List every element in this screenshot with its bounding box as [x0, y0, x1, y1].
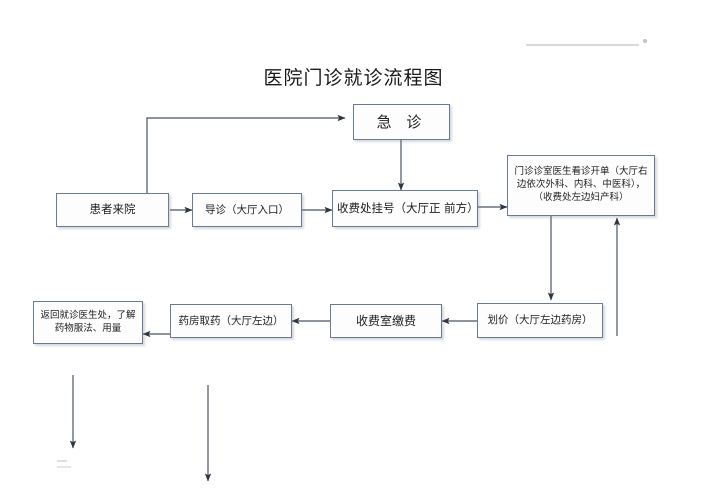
header-mark — [643, 39, 647, 43]
node-return-to-doctor[interactable]: 返回就诊医生处，了解药物服法、用量 — [33, 301, 143, 344]
connector-patient-to-emergency — [146, 114, 346, 193]
node-patient-arrival[interactable]: 患者来院 — [56, 193, 169, 227]
node-pricing-label: 划价（大厅左边药房） — [487, 314, 593, 327]
node-registration-label: 收费处挂号（大厅正 前方） — [337, 200, 479, 215]
node-guidance-label: 导诊（大厅入口） — [205, 203, 289, 216]
header-rule — [526, 44, 639, 46]
node-payment-label: 收费室缴费 — [355, 313, 416, 328]
node-emergency-label: 急 诊 — [376, 112, 427, 131]
node-patient-arrival-label: 患者来院 — [89, 202, 136, 217]
page-title: 医院门诊就诊流程图 — [263, 67, 444, 89]
node-registration[interactable]: 收费处挂号（大厅正 前方） — [332, 190, 479, 227]
node-consultation[interactable]: 门诊诊室医生看诊开单（大厅右边依次外科、内科、中医科），（收费处左边妇产科） — [507, 155, 655, 216]
node-consultation-label: 门诊诊室医生看诊开单（大厅右边依次外科、内科、中医科），（收费处左边妇产科） — [514, 166, 648, 203]
node-pricing[interactable]: 划价（大厅左边药房） — [477, 303, 603, 338]
node-emergency[interactable]: 急 诊 — [353, 104, 450, 140]
page-artifact-left — [57, 460, 67, 462]
node-payment[interactable]: 收费室缴费 — [330, 304, 442, 338]
page-artifact-left-2 — [57, 466, 71, 468]
node-return-to-doctor-label: 返回就诊医生处，了解药物服法、用量 — [40, 309, 136, 334]
node-dispensing-label: 药房取药（大厅左边） — [178, 314, 284, 327]
node-guidance[interactable]: 导诊（大厅入口） — [192, 193, 302, 227]
node-dispensing[interactable]: 药房取药（大厅左边） — [170, 304, 292, 338]
